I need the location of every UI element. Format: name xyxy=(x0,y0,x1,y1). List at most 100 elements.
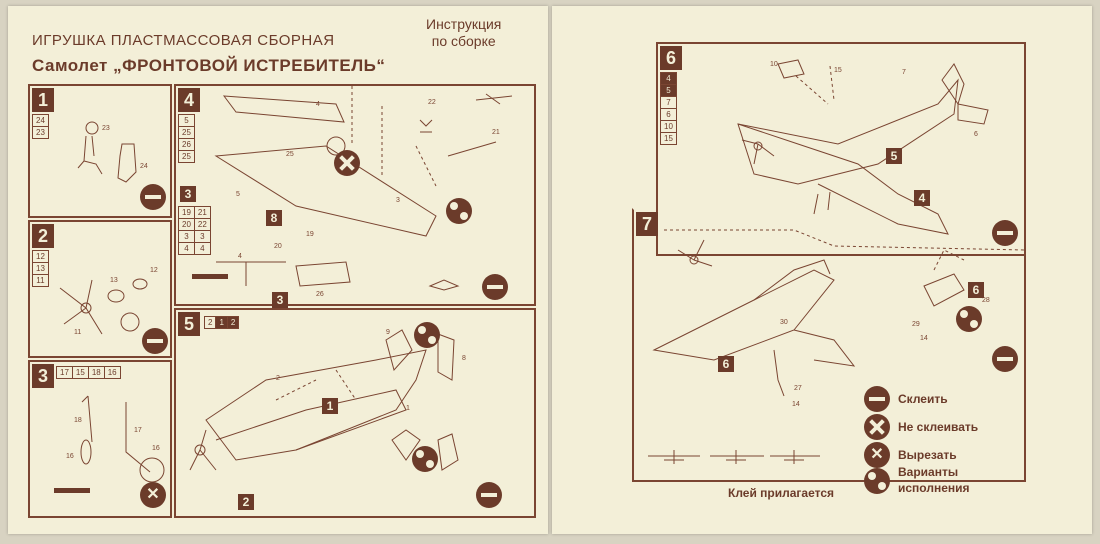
svg-text:4: 4 xyxy=(316,101,320,108)
part-number: 25 xyxy=(178,150,195,163)
svg-text:15: 15 xyxy=(834,67,842,74)
part-number: 4 xyxy=(193,242,211,255)
instructions-heading: Инструкция по сборке xyxy=(426,16,501,50)
step-7-substep-6b: 6 xyxy=(968,282,984,298)
step-4-substep-8: 8 xyxy=(266,210,282,226)
step-6-parts-table: 4 5 7 6 10 15 xyxy=(660,72,677,145)
step-4-substep-3: 3 xyxy=(272,292,288,308)
glue-icon xyxy=(992,346,1018,372)
part-number: 13 xyxy=(32,262,49,275)
step-2-drawing: 13 12 11 xyxy=(59,267,158,336)
step-4-number: 4 xyxy=(178,88,200,112)
step-7-substep-6: 6 xyxy=(718,356,734,372)
step-1-number: 1 xyxy=(32,88,54,112)
legend-no-glue-label: Не склеивать xyxy=(898,420,979,434)
svg-text:26: 26 xyxy=(316,291,324,298)
step-3-panel: 3 17 15 18 16 18 16 17 16 ✕ xyxy=(28,360,172,518)
part-number: 15 xyxy=(660,132,677,145)
glue-icon xyxy=(992,220,1018,246)
step-5-parts-table: 2 1 2 xyxy=(203,316,240,329)
glue-icon xyxy=(864,386,890,412)
svg-text:14: 14 xyxy=(792,401,800,408)
svg-text:4: 4 xyxy=(238,253,242,260)
glue-included-note: Клей прилагается xyxy=(728,486,835,500)
left-instruction-page: ИГРУШКА ПЛАСТМАССОВАЯ СБОРНАЯ Самолет „Ф… xyxy=(8,6,548,534)
part-number: 23 xyxy=(32,126,49,139)
glue-icon xyxy=(482,274,508,300)
part-number: 17 xyxy=(56,366,73,379)
step-5-substep-2: 2 xyxy=(238,494,254,510)
step-1-parts-table: 24 23 xyxy=(32,114,49,139)
step-7-drawing: 30 27 14 28 29 14 xyxy=(652,229,1024,408)
svg-text:5: 5 xyxy=(236,191,240,198)
variants-icon xyxy=(414,322,440,348)
cut-icon: ✕ xyxy=(864,442,890,468)
svg-text:6: 6 xyxy=(974,131,978,138)
step-4-drawing: 4 5 25 22 21 3 19 20 4 26 xyxy=(214,86,513,298)
svg-text:1: 1 xyxy=(406,405,410,412)
svg-text:29: 29 xyxy=(912,321,920,328)
legend-glue-label: Склеить xyxy=(898,392,948,406)
part-number: 4 xyxy=(660,72,677,85)
step-3-number: 3 xyxy=(32,364,54,388)
svg-text:16: 16 xyxy=(152,445,160,452)
cut-icon: ✕ xyxy=(140,482,166,508)
svg-text:11: 11 xyxy=(74,329,81,336)
airplane-silhouettes xyxy=(648,450,820,464)
part-number: 1 xyxy=(215,316,228,329)
step-2-panel: 2 12 13 11 13 12 11 xyxy=(28,220,172,358)
svg-text:8: 8 xyxy=(462,355,466,362)
svg-text:3: 3 xyxy=(396,197,400,204)
step-5-panel: 5 2 1 2 2 9 8 1 1 2 xyxy=(174,308,536,518)
svg-text:7: 7 xyxy=(902,69,906,76)
step-5-number: 5 xyxy=(178,312,200,336)
product-subtitle: Самолет „ФРОНТОВОЙ ИСТРЕБИТЕЛЬ“ xyxy=(32,56,386,75)
glue-icon xyxy=(142,328,168,354)
variants-icon xyxy=(412,446,438,472)
svg-text:2: 2 xyxy=(276,375,280,382)
step-3-drawing: 18 16 17 16 xyxy=(66,395,165,483)
legend-variants-label: Варианты исполнения xyxy=(898,464,970,496)
step-2-number: 2 xyxy=(32,224,54,248)
variants-icon xyxy=(956,306,982,332)
svg-text:24: 24 xyxy=(140,163,148,170)
svg-text:13: 13 xyxy=(110,277,118,284)
part-number: 24 xyxy=(32,114,49,127)
svg-text:23: 23 xyxy=(102,125,110,132)
svg-text:20: 20 xyxy=(274,243,282,250)
step-6-panel: 6 4 5 7 6 10 15 10 15 7 6 5 4 xyxy=(656,42,1026,256)
variants-icon xyxy=(864,468,890,494)
instructions-line2: по сборке xyxy=(431,33,496,49)
step-6-drawing: 10 15 7 6 xyxy=(737,59,989,235)
step-3-parts-table: 17 15 18 16 xyxy=(56,366,121,379)
marker-bar xyxy=(192,274,228,279)
variants-icon xyxy=(446,198,472,224)
instructions-line1: Инструкция xyxy=(426,16,502,32)
marker-bar xyxy=(54,488,90,493)
svg-text:14: 14 xyxy=(920,335,928,342)
step-1-panel: 1 24 23 23 24 xyxy=(28,84,172,218)
svg-text:10: 10 xyxy=(770,61,778,68)
no-glue-icon xyxy=(334,150,360,176)
step-7-panel: 7 30 27 14 28 29 14 6 6 xyxy=(632,208,1026,482)
part-number: 2 xyxy=(226,316,240,329)
step-5-drawing: 2 9 8 1 xyxy=(189,329,466,471)
step-6-substep-5: 5 xyxy=(886,148,902,164)
svg-text:22: 22 xyxy=(428,99,436,106)
right-instruction-page: 6 4 5 7 6 10 15 10 15 7 6 5 4 xyxy=(552,6,1092,534)
step-1-drawing: 23 24 xyxy=(77,121,148,183)
legend-variants-line2: исполнения xyxy=(898,481,970,495)
part-number: 11 xyxy=(32,274,49,287)
svg-text:17: 17 xyxy=(134,427,142,434)
step-4-parts-table-a: 5 25 26 25 xyxy=(178,114,195,163)
svg-text:9: 9 xyxy=(386,329,390,336)
svg-text:28: 28 xyxy=(982,297,990,304)
svg-text:27: 27 xyxy=(794,385,802,392)
step-5-substep-1: 1 xyxy=(322,398,338,414)
no-glue-icon xyxy=(864,414,890,440)
glue-icon xyxy=(476,482,502,508)
svg-text:16: 16 xyxy=(66,453,74,460)
svg-text:25: 25 xyxy=(286,151,294,158)
